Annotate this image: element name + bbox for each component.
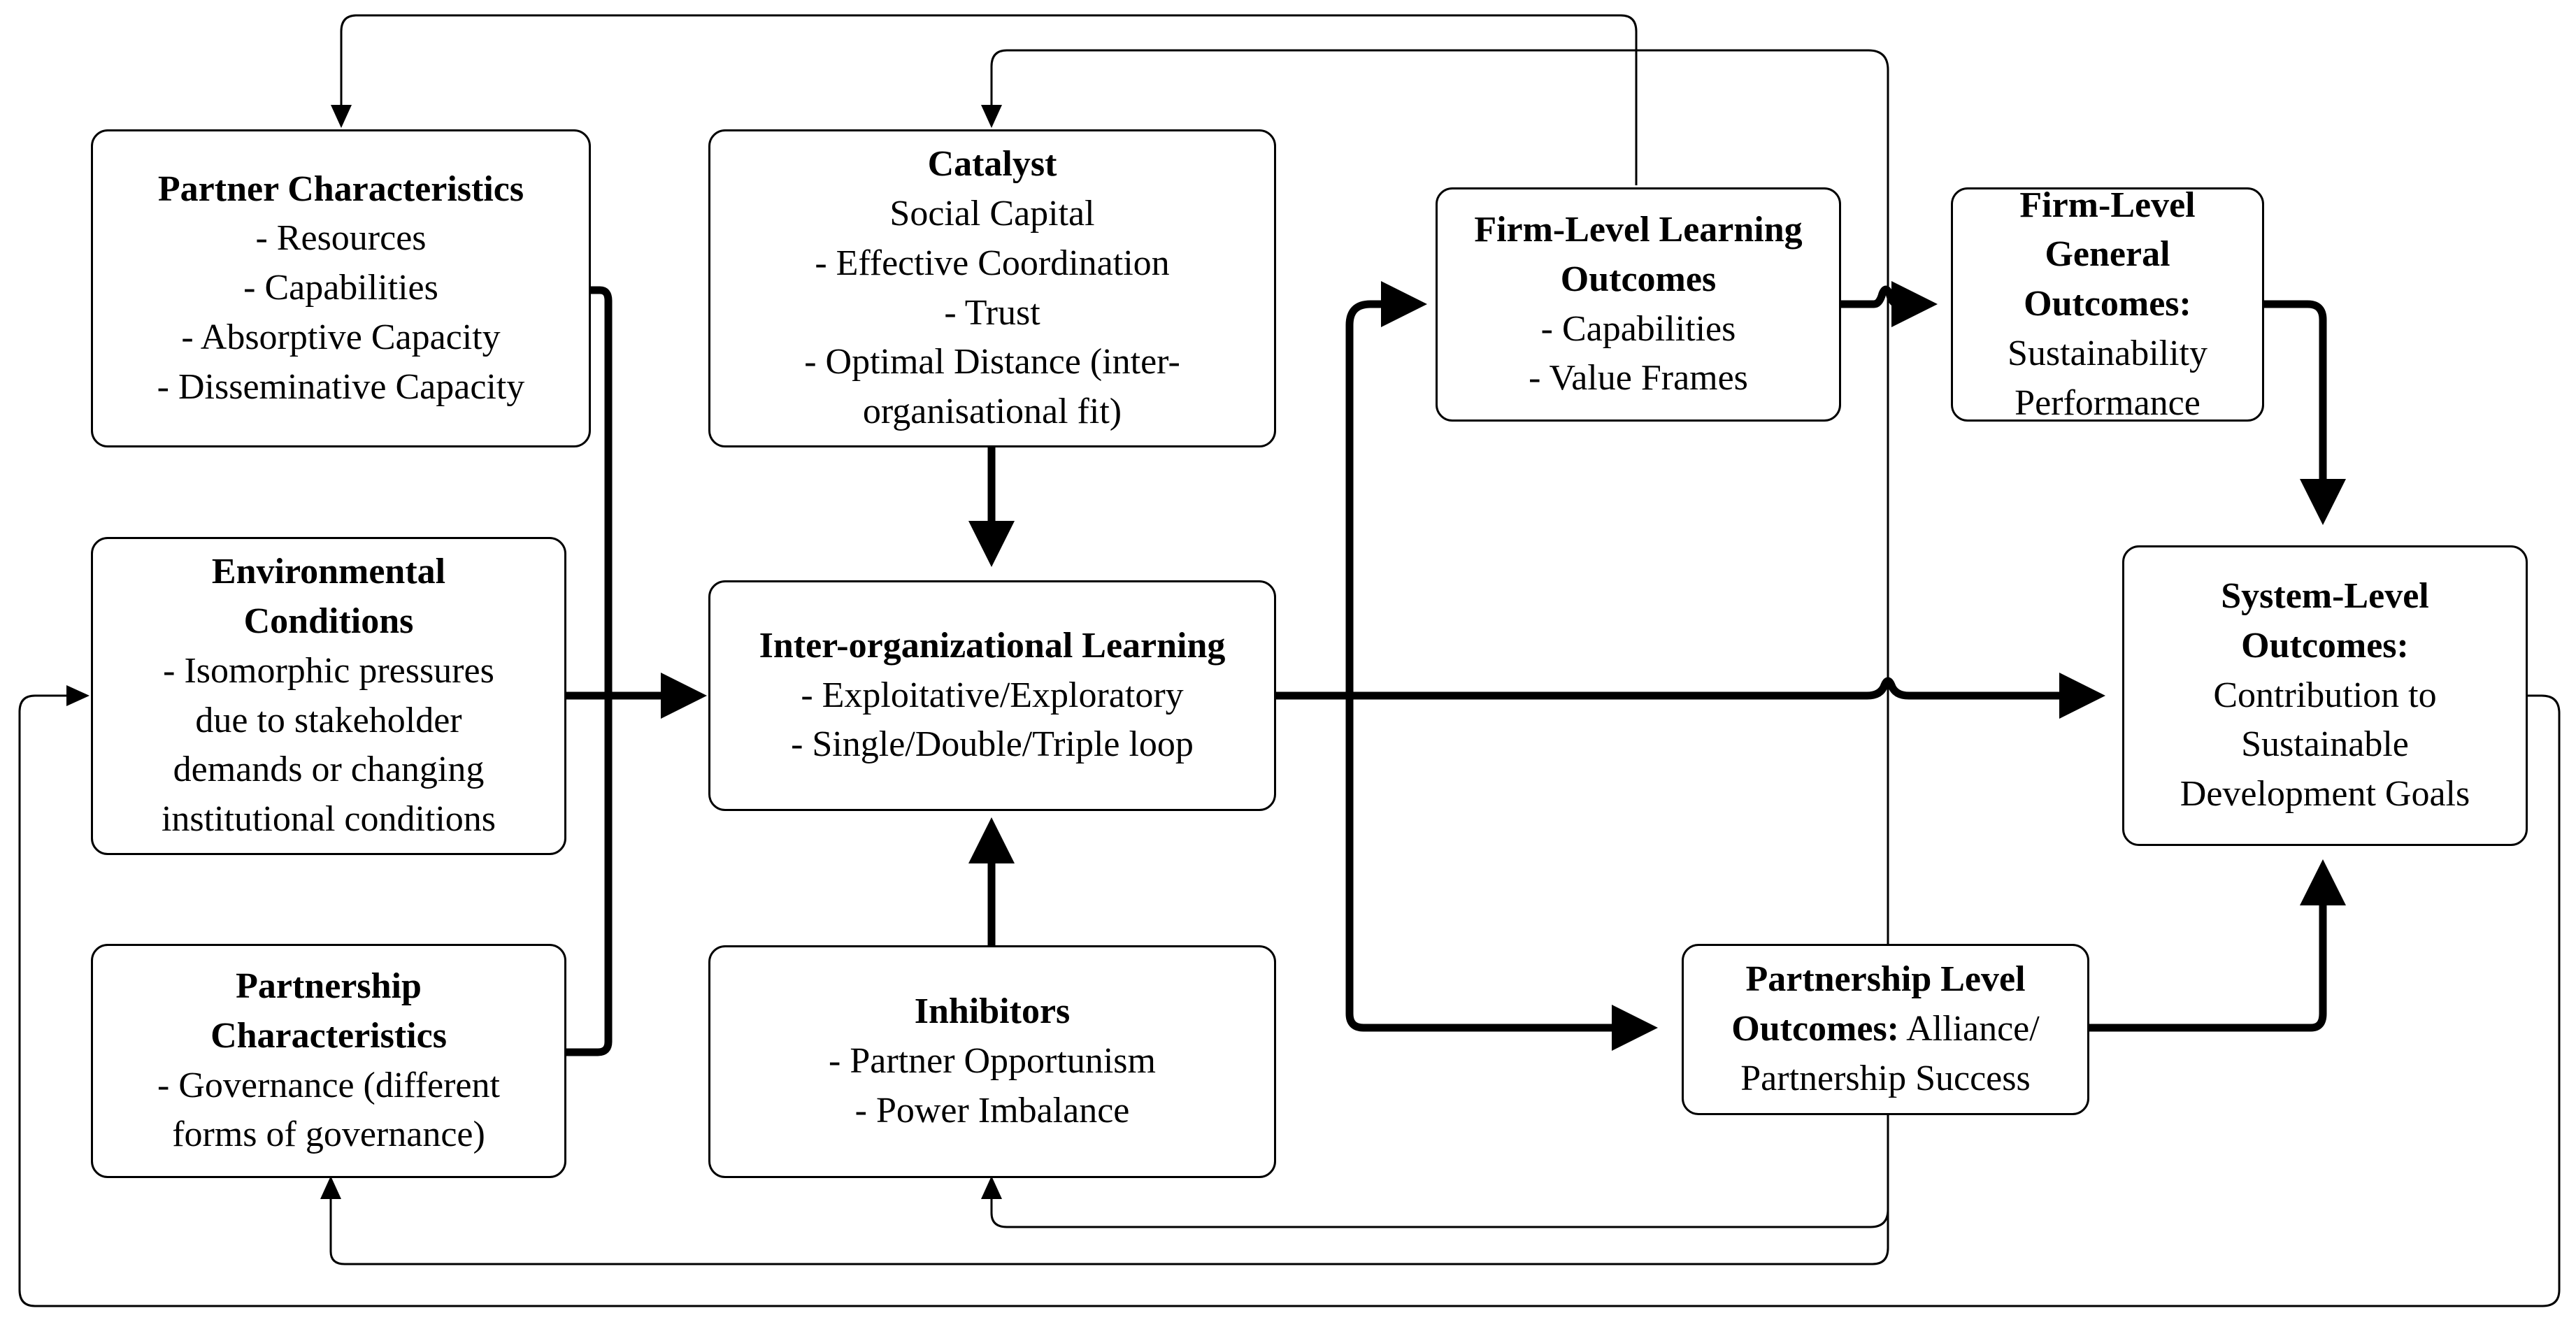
environmental-conditions-item: due to stakeholder xyxy=(195,700,462,740)
partnership-characteristics-title: Partnership xyxy=(236,966,422,1007)
partnership-characteristics-title: Characteristics xyxy=(210,1015,447,1056)
partner-characteristics-box: Partner Characteristics - Resources - Ca… xyxy=(91,129,591,447)
partnership-characteristics-box: Partnership Characteristics - Governance… xyxy=(91,944,566,1178)
firm-general-outcomes-title: Outcomes: xyxy=(2024,284,2191,324)
system-level-outcomes-box: System-Level Outcomes: Contribution to S… xyxy=(2122,545,2528,846)
system-level-outcomes-title: System-Level xyxy=(2221,576,2429,617)
environmental-conditions-box: Environmental Conditions - Isomorphic pr… xyxy=(91,537,566,855)
flow-general-to-system xyxy=(2262,300,2346,525)
system-level-outcomes-item: Contribution to xyxy=(2213,675,2437,715)
feedback-to-partnership-char xyxy=(320,1176,1889,1265)
flow-firm-learning-to-general xyxy=(1839,281,1938,327)
catalyst-box: Catalyst Social Capital - Effective Coor… xyxy=(708,129,1276,447)
inter-organizational-learning-item: - Single/Double/Triple loop xyxy=(791,724,1194,765)
partnership-characteristics-item: - Governance (different xyxy=(157,1065,500,1105)
inhibitors-item: - Power Imbalance xyxy=(854,1090,1130,1131)
firm-general-outcomes-title: Firm-Level xyxy=(2019,185,2196,225)
partner-characteristics-title: Partner Characteristics xyxy=(157,168,524,209)
catalyst-item: - Trust xyxy=(944,292,1040,333)
partner-characteristics-item: - Absorptive Capacity xyxy=(181,317,501,357)
partnership-characteristics-item: forms of governance) xyxy=(172,1114,485,1155)
partnership-level-outcomes-title-bold: Outcomes: xyxy=(1731,1009,1899,1049)
feedback-system-to-env xyxy=(18,685,2561,1307)
flow-left-bracket xyxy=(566,286,613,1056)
firm-general-outcomes-item: Sustainability xyxy=(2008,333,2208,373)
firm-general-outcomes-title: General xyxy=(2045,234,2170,275)
system-level-outcomes-item: Sustainable xyxy=(2241,724,2409,765)
flow-learning-main xyxy=(1276,673,2105,719)
flow-branch-to-partnership xyxy=(1345,696,1658,1051)
inter-organizational-learning-item: - Exploitative/Exploratory xyxy=(801,675,1184,715)
catalyst-item: Social Capital xyxy=(889,194,1095,234)
environmental-conditions-item: demands or changing xyxy=(173,749,485,790)
partnership-level-outcomes-title-rest: Alliance/ xyxy=(1899,1009,2040,1049)
inter-organizational-learning-title: Inter-organizational Learning xyxy=(759,625,1226,666)
firm-learning-outcomes-title: Outcomes xyxy=(1560,259,1717,299)
catalyst-item: - Effective Coordination xyxy=(815,243,1170,283)
partner-characteristics-item: - Resources xyxy=(255,218,427,259)
feedback-firm-to-partner-char xyxy=(331,14,1638,185)
firm-general-outcomes-box: Firm-Level General Outcomes: Sustainabil… xyxy=(1951,185,2264,423)
partnership-level-outcomes-item: Partnership Success xyxy=(1740,1058,2031,1098)
catalyst-item: - Optimal Distance (inter- xyxy=(804,342,1180,382)
inter-organizational-learning-box: Inter-organizational Learning - Exploita… xyxy=(708,580,1276,811)
environmental-conditions-title: Conditions xyxy=(243,601,414,642)
partner-characteristics-item: - Capabilities xyxy=(243,268,438,308)
feedback-to-catalyst xyxy=(981,49,1889,1126)
firm-learning-outcomes-title: Firm-Level Learning xyxy=(1474,210,1803,250)
partnership-level-outcomes-title: Partnership Level xyxy=(1745,959,2026,1000)
system-level-outcomes-title: Outcomes: xyxy=(2241,625,2409,666)
inhibitors-item: - Partner Opportunism xyxy=(829,1041,1156,1082)
environmental-conditions-item: institutional conditions xyxy=(161,798,496,839)
partnership-level-outcomes-box: Partnership Level Outcomes: Alliance/ Pa… xyxy=(1682,944,2089,1115)
firm-learning-outcomes-item: - Capabilities xyxy=(1540,308,1736,349)
firm-general-outcomes-item: Performance xyxy=(2015,382,2201,423)
system-level-outcomes-item: Development Goals xyxy=(2180,774,2470,815)
firm-learning-outcomes-item: - Value Frames xyxy=(1529,358,1748,399)
inhibitors-box: Inhibitors - Partner Opportunism - Power… xyxy=(708,945,1276,1178)
catalyst-item: organisational fit) xyxy=(862,391,1122,431)
flow-branch-to-firm-learning xyxy=(1345,281,1427,696)
environmental-conditions-title: Environmental xyxy=(211,552,446,592)
inhibitors-title: Inhibitors xyxy=(914,991,1071,1032)
catalyst-title: Catalyst xyxy=(927,144,1057,185)
flow-partnership-to-system xyxy=(2087,859,2346,1032)
environmental-conditions-item: - Isomorphic pressures xyxy=(163,650,494,691)
partner-characteristics-item: - Disseminative Capacity xyxy=(157,366,525,407)
partnership-level-outcomes-line2: Outcomes: Alliance/ xyxy=(1731,1005,2039,1054)
firm-learning-outcomes-box: Firm-Level Learning Outcomes - Capabilit… xyxy=(1436,187,1841,422)
